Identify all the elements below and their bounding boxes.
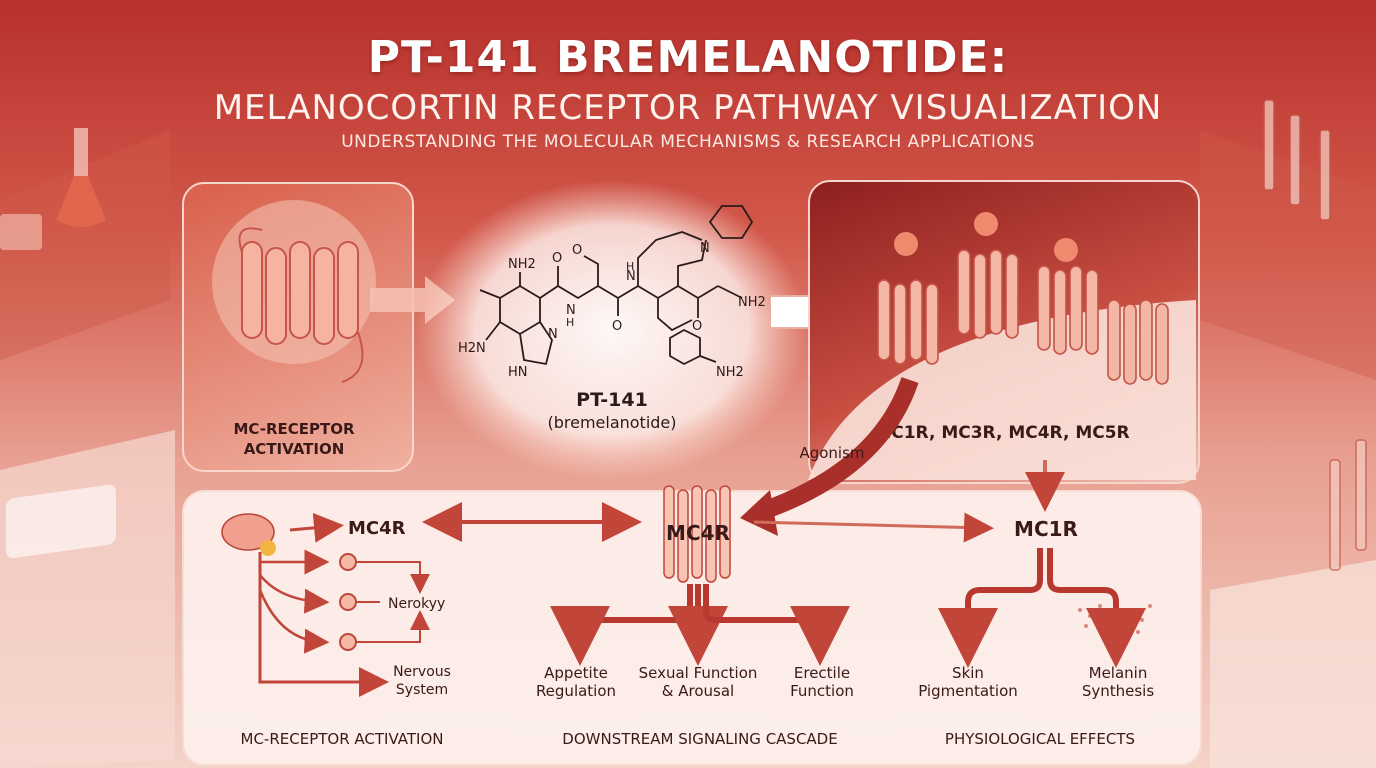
atom-n-top: N [700, 241, 710, 256]
left-mc4r-label: MC4R [348, 518, 406, 539]
output-appetite-line2: Regulation [536, 682, 616, 700]
center-mc4r-label: MC4R [666, 521, 730, 545]
agonism-arrow [757, 377, 919, 521]
pipette-icon [1263, 99, 1367, 571]
nervous-system-line1: Nervous [393, 664, 451, 680]
nervous-system-line2: System [396, 682, 448, 698]
section-title-signaling: DOWNSTREAM SIGNALING CASCADE [562, 730, 837, 748]
receptor-group [877, 249, 1169, 385]
atom-nh-2: N [626, 269, 636, 284]
atom-h-1: H [566, 316, 574, 329]
atom-o2: O [572, 243, 582, 258]
panel-label-line1: MC-RECEPTOR [233, 420, 355, 438]
atom-o3: O [612, 319, 622, 334]
page-subtitle: MELANOCORTIN RECEPTOR PATHWAY VISUALIZAT… [213, 88, 1163, 128]
atom-h2n: H2N [458, 341, 486, 356]
atom-nh2-b: NH2 [738, 295, 766, 310]
agonism-label: Agonism [799, 444, 864, 462]
molecule-structure: NH2 H2N HN N O O O O N H N H N NH2 NH2 P… [417, 180, 807, 480]
atom-n-ring: N [548, 327, 558, 342]
output-skin-line1: Skin [952, 664, 984, 682]
output-erectile-line1: Erectile [794, 664, 850, 682]
panel-label-line2: ACTIVATION [244, 440, 345, 458]
melanin-dots-icon [1078, 604, 1152, 634]
molecule-subname: (bremelanotide) [547, 413, 676, 432]
output-melanin-line2: Synthesis [1082, 682, 1155, 700]
flask-icon [56, 128, 106, 227]
mc4r-receptor-icon [663, 485, 731, 583]
membrane-receptors: MC1R, MC3R, MC4R, MC5R [808, 212, 1196, 480]
section-title-effects: PHYSIOLOGICAL EFFECTS [945, 730, 1135, 748]
mc1r-label: MC1R [1014, 517, 1078, 541]
atom-nh-1: N [566, 303, 576, 318]
molecule-name: PT-141 [576, 389, 648, 411]
receptor-illustration: MC-RECEPTOR ACTIVATION [212, 200, 376, 458]
atom-nh2-c: NH2 [716, 365, 744, 380]
output-erectile-line2: Function [790, 682, 854, 700]
atom-nh2-a: NH2 [508, 257, 536, 272]
page-title: PT-141 BREMELANOTIDE: [367, 32, 1009, 83]
output-sexual-line2: & Arousal [662, 682, 734, 700]
receptor-helix-icon [241, 241, 359, 345]
output-melanin-line1: Melanin [1089, 664, 1148, 682]
atom-h-2: H [626, 260, 634, 273]
output-skin-line2: Pigmentation [918, 682, 1018, 700]
atom-hn: HN [508, 365, 528, 380]
atom-o4: O [692, 319, 702, 334]
section-title-activation: MC-RECEPTOR ACTIVATION [241, 730, 444, 748]
signal-nodes [339, 553, 357, 651]
receptor-subtypes-label: MC1R, MC3R, MC4R, MC5R [874, 423, 1129, 443]
atom-o1: O [552, 251, 562, 266]
output-sexual-line1: Sexual Function [639, 664, 758, 682]
brain-icon [221, 513, 276, 556]
output-appetite-line1: Appetite [544, 664, 608, 682]
nerokyy-label: Nerokyy [388, 596, 445, 612]
ligand-icon [894, 212, 1078, 262]
page-tagline: UNDERSTANDING THE MOLECULAR MECHANISMS &… [341, 132, 1035, 152]
